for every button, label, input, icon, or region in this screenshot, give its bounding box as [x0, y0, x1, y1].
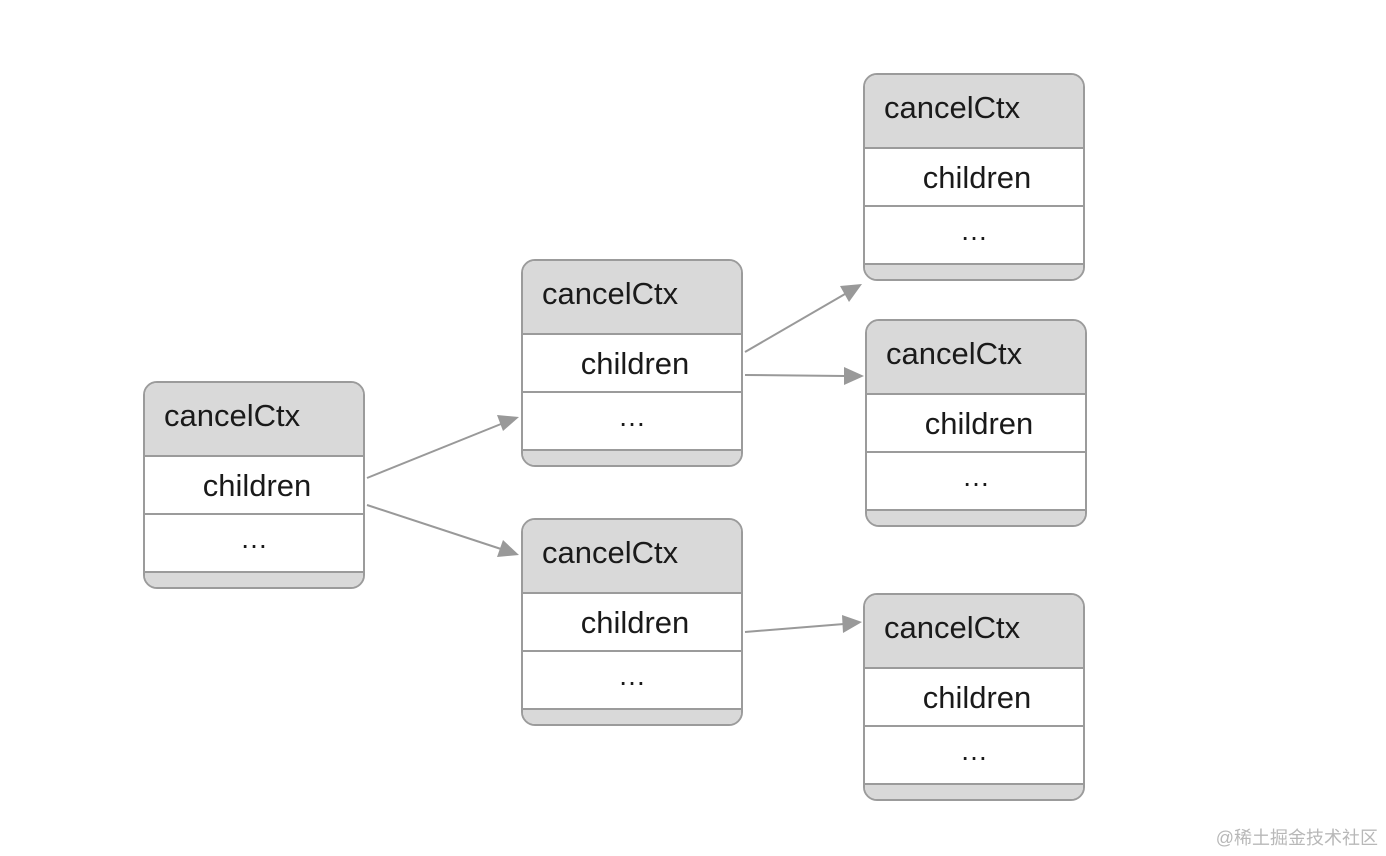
edge-1-4: [744, 367, 864, 385]
node-field-children: children: [523, 335, 741, 393]
node-title: cancelCtx: [523, 261, 741, 335]
node-footer: [867, 511, 1085, 525]
node-field-children: children: [867, 395, 1085, 453]
node-field-children: children: [865, 149, 1083, 207]
node-grandchild-middle: cancelCtx children …: [865, 319, 1087, 527]
node-grandchild-top: cancelCtx children …: [863, 73, 1085, 281]
watermark: @稀土掘金技术社区: [1215, 828, 1378, 848]
node-grandchild-bottom: cancelCtx children …: [863, 593, 1085, 801]
node-child-upper: cancelCtx children …: [521, 259, 743, 467]
edge-0-1: [366, 415, 519, 479]
edge-0-2: [366, 504, 519, 557]
node-field-ellipsis: …: [523, 652, 741, 710]
node-footer: [865, 265, 1083, 279]
node-field-children: children: [865, 669, 1083, 727]
node-footer: [523, 451, 741, 465]
node-title: cancelCtx: [865, 75, 1083, 149]
node-title: cancelCtx: [865, 595, 1083, 669]
node-field-children: children: [523, 594, 741, 652]
node-footer: [523, 710, 741, 724]
node-field-ellipsis: …: [523, 393, 741, 451]
node-field-ellipsis: …: [145, 515, 363, 573]
node-footer: [145, 573, 363, 587]
node-title: cancelCtx: [523, 520, 741, 594]
node-field-ellipsis: …: [865, 207, 1083, 265]
node-footer: [865, 785, 1083, 799]
node-child-lower: cancelCtx children …: [521, 518, 743, 726]
node-root: cancelCtx children …: [143, 381, 365, 589]
edge-2-5: [744, 615, 862, 633]
node-title: cancelCtx: [145, 383, 363, 457]
edge-1-3: [744, 284, 862, 353]
node-field-children: children: [145, 457, 363, 515]
node-title: cancelCtx: [867, 321, 1085, 395]
node-field-ellipsis: …: [867, 453, 1085, 511]
node-field-ellipsis: …: [865, 727, 1083, 785]
